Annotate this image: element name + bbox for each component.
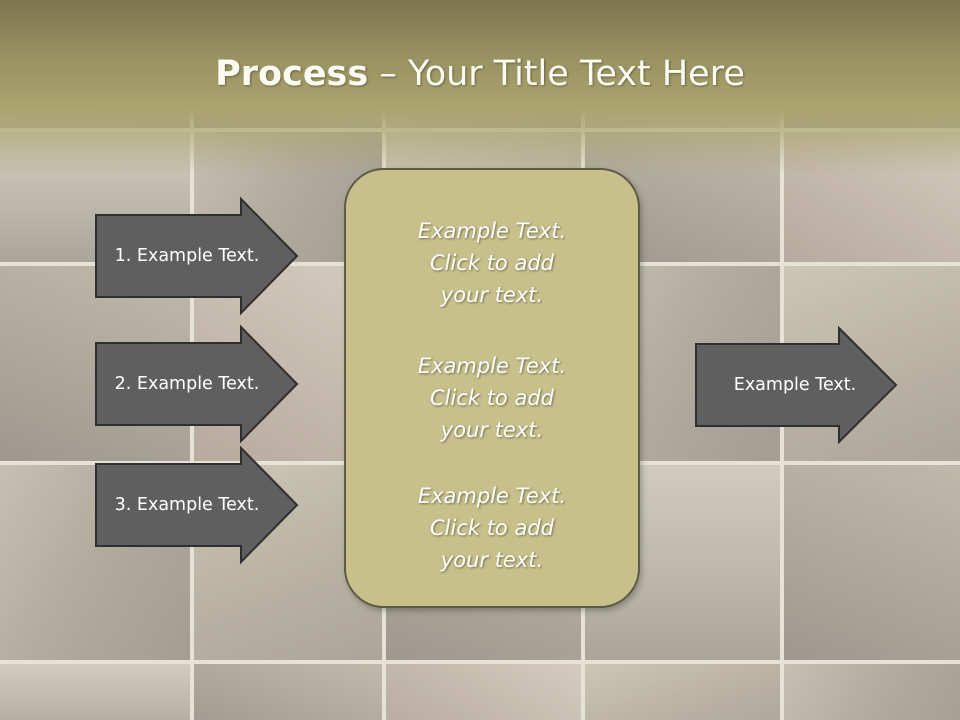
step-arrow-1[interactable]: 1. Example Text. <box>95 196 300 316</box>
output-arrow[interactable]: Example Text. <box>695 325 900 445</box>
arrow-shape <box>95 445 299 565</box>
box-line: Click to add <box>429 516 554 540</box>
center-text-box[interactable]: Example Text. Click to add your text. Ex… <box>344 168 640 608</box>
arrow-shape <box>95 324 299 444</box>
step-arrow-label: 3. Example Text. <box>114 495 260 515</box>
box-line: Example Text. <box>417 354 567 378</box>
box-line: your text. <box>440 548 544 572</box>
arrow-shape <box>695 325 898 445</box>
slide-title[interactable]: Process – Your Title Text Here <box>0 54 960 94</box>
title-rest: – Your Title Text Here <box>368 54 745 94</box>
step-arrow-label: 2. Example Text. <box>114 374 260 394</box>
title-bold: Process <box>215 54 369 94</box>
box-paragraph-2: Example Text. Click to add your text. <box>346 350 638 446</box>
box-paragraph-3: Example Text. Click to add your text. <box>346 480 638 576</box>
step-arrow-3[interactable]: 3. Example Text. <box>95 445 300 565</box>
box-line: Click to add <box>429 386 554 410</box>
output-arrow-label: Example Text. <box>733 375 857 395</box>
box-line: your text. <box>440 418 544 442</box>
box-paragraph-1: Example Text. Click to add your text. <box>346 215 638 311</box>
step-arrow-2[interactable]: 2. Example Text. <box>95 324 300 444</box>
title-band <box>0 0 960 175</box>
box-line: Example Text. <box>417 219 567 243</box>
box-line: Click to add <box>429 251 554 275</box>
box-line: your text. <box>440 283 544 307</box>
step-arrow-label: 1. Example Text. <box>114 246 260 266</box>
box-line: Example Text. <box>417 484 567 508</box>
arrow-shape <box>95 196 299 316</box>
